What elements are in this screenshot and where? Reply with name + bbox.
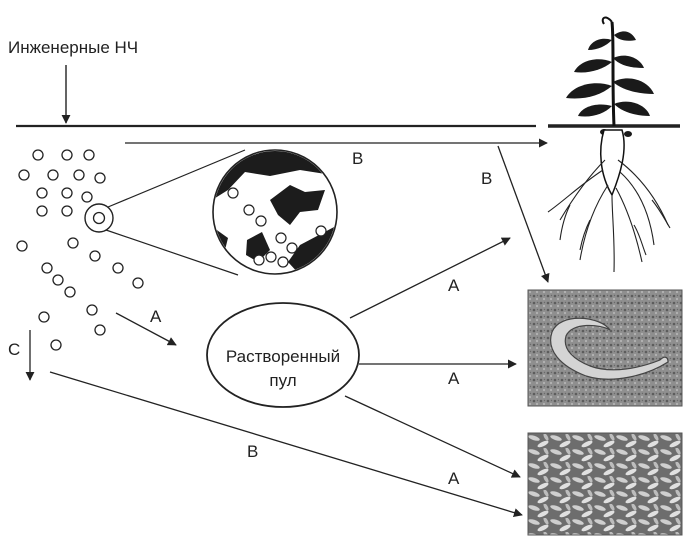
earthworm-photo — [528, 290, 682, 406]
nanoparticle — [19, 170, 29, 180]
dissolved-pool-label-line1: Растворенный — [226, 347, 340, 366]
arrow-b-to-earthworm — [498, 146, 548, 282]
nanoparticle — [68, 238, 78, 248]
nanoparticle — [37, 188, 47, 198]
nanoparticle — [17, 241, 27, 251]
label-a-pool-input: A — [150, 307, 162, 326]
arrow-a-to-bacteria — [345, 396, 520, 477]
nanoparticle — [42, 263, 52, 273]
nanoparticles — [17, 150, 143, 350]
label-c: C — [8, 340, 20, 359]
nanoparticle — [133, 278, 143, 288]
nanoparticle — [65, 287, 75, 297]
arrow-a-to-plant — [350, 238, 510, 318]
nanoparticle — [51, 340, 61, 350]
nanoparticle — [95, 173, 105, 183]
nanoparticle — [82, 192, 92, 202]
nanoparticle — [95, 325, 105, 335]
nanoparticle — [33, 150, 43, 160]
nanoparticle — [113, 263, 123, 273]
plant-illustration — [548, 18, 670, 272]
nanoparticle — [62, 150, 72, 160]
nanoparticle — [62, 206, 72, 216]
dissolved-pool-label-line2: пул — [269, 371, 296, 390]
nanoparticle — [53, 275, 63, 285]
label-a-plant: A — [448, 276, 460, 295]
label-b-diagonal: B — [481, 169, 492, 188]
magnified-soil-inset — [212, 146, 340, 275]
nanoparticle — [39, 312, 49, 322]
nanoparticle — [37, 206, 47, 216]
label-a-earthworm: A — [448, 369, 460, 388]
arrow-a-to-pool — [116, 313, 176, 345]
highlighted-particle — [85, 204, 113, 232]
nanoparticle — [48, 170, 58, 180]
nanoparticle — [84, 150, 94, 160]
label-a-bacteria: A — [448, 469, 460, 488]
nanoparticle — [90, 251, 100, 261]
label-b-bottom: B — [247, 442, 258, 461]
nanoparticle — [74, 170, 84, 180]
bacteria-micrograph — [528, 433, 682, 535]
label-b-top: B — [352, 149, 363, 168]
title-label: Инженерные НЧ — [8, 38, 138, 57]
nanoparticle — [87, 305, 97, 315]
nanoparticle — [62, 188, 72, 198]
